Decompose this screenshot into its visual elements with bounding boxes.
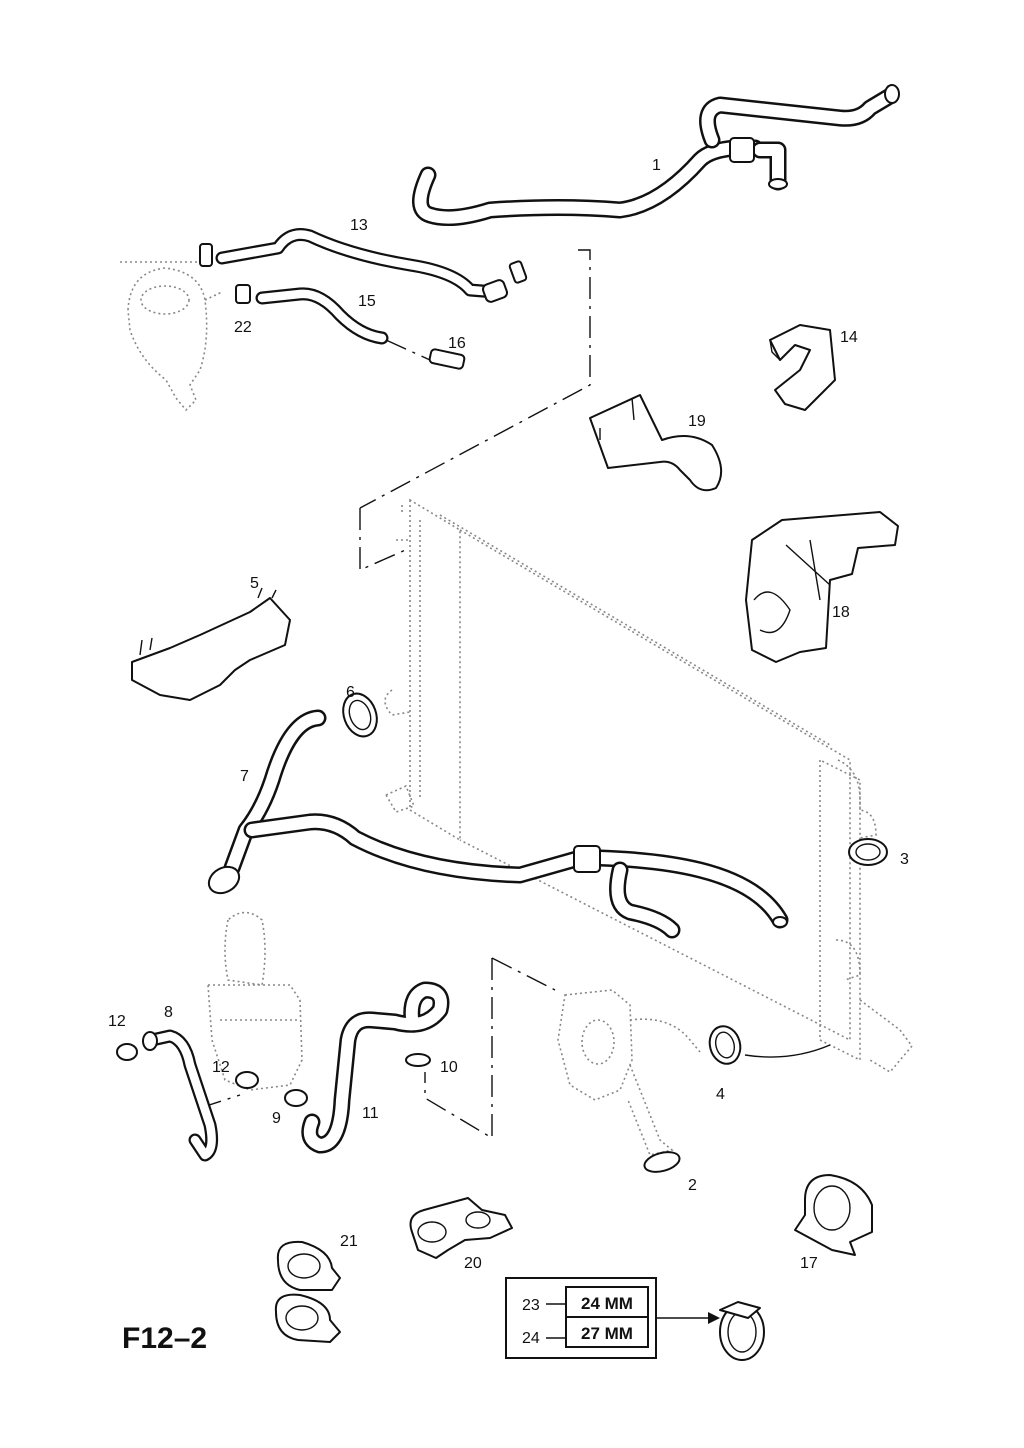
callout-9: 9: [272, 1110, 281, 1127]
callout-6: 6: [346, 684, 355, 701]
part-8-hose: [142, 1029, 219, 1162]
callout-14: 14: [840, 329, 858, 346]
callout-7: 7: [240, 768, 249, 785]
callout-17: 17: [800, 1255, 818, 1272]
size-ref-23: 23: [522, 1297, 540, 1314]
part-10-clamp: [405, 1053, 431, 1067]
part-15-bleed-hose: [235, 284, 466, 370]
part-1-upper-hose: [412, 84, 900, 227]
part-11-hose: [301, 981, 450, 1154]
part-20-double-clip: [409, 1197, 513, 1259]
callout-5: 5: [250, 575, 259, 592]
part-21-double-clip: [274, 1240, 341, 1343]
part-12-clamp-a: [116, 1043, 138, 1061]
part-7-lower-hose: [207, 709, 789, 939]
size-clamp: [719, 1301, 765, 1361]
callout-12-right: 12: [212, 1059, 230, 1076]
callout-3: 3: [900, 851, 909, 868]
callout-12-left: 12: [108, 1013, 126, 1030]
callout-4: 4: [716, 1086, 725, 1103]
part-9-clamp: [284, 1089, 308, 1107]
part-18-bracket: [745, 511, 899, 663]
part-12-clamp-b: [235, 1071, 259, 1089]
part-4-clamp: [708, 1025, 831, 1065]
size-value-27mm: 27 MM: [581, 1324, 633, 1343]
callout-labels: 1 13 22 15 16 14 19 18 5 6 7 3 8 12 12 1…: [108, 157, 909, 1272]
callout-19: 19: [688, 413, 706, 430]
callout-21: 21: [340, 1233, 358, 1250]
callout-11: 11: [362, 1105, 379, 1122]
callout-1: 1: [652, 157, 661, 174]
part-13-heater-hose: [199, 228, 528, 303]
part-6-clamp: [342, 692, 378, 738]
callout-2: 2: [688, 1177, 697, 1194]
part-17-clip: [794, 1174, 873, 1256]
size-ref-24: 24: [522, 1330, 540, 1347]
part-3-clamp: [848, 838, 888, 866]
callout-16: 16: [448, 335, 466, 352]
part-14-clip: [769, 324, 836, 411]
expansion-tank-ghost: [120, 261, 223, 412]
callout-10: 10: [440, 1059, 458, 1076]
size-table: 23 24 24 MM 27 MM: [505, 1277, 720, 1359]
engine-housing-ghost: [207, 911, 303, 1091]
diagram-code: F12–2: [122, 1322, 207, 1355]
size-value-24mm: 24 MM: [581, 1294, 633, 1313]
thermostat-housing-ghost: [557, 989, 701, 1156]
radiator-ghost: [384, 498, 914, 1074]
callout-8: 8: [164, 1004, 173, 1021]
guide-lines: [199, 249, 591, 1140]
part-19-bracket: [589, 394, 723, 492]
callout-18: 18: [832, 604, 850, 621]
callout-22: 22: [234, 319, 252, 336]
callout-13: 13: [350, 217, 368, 234]
callout-15: 15: [358, 293, 376, 310]
part-5-bracket: [131, 587, 291, 701]
callout-20: 20: [464, 1255, 482, 1272]
part-2-clamp: [643, 1151, 681, 1173]
